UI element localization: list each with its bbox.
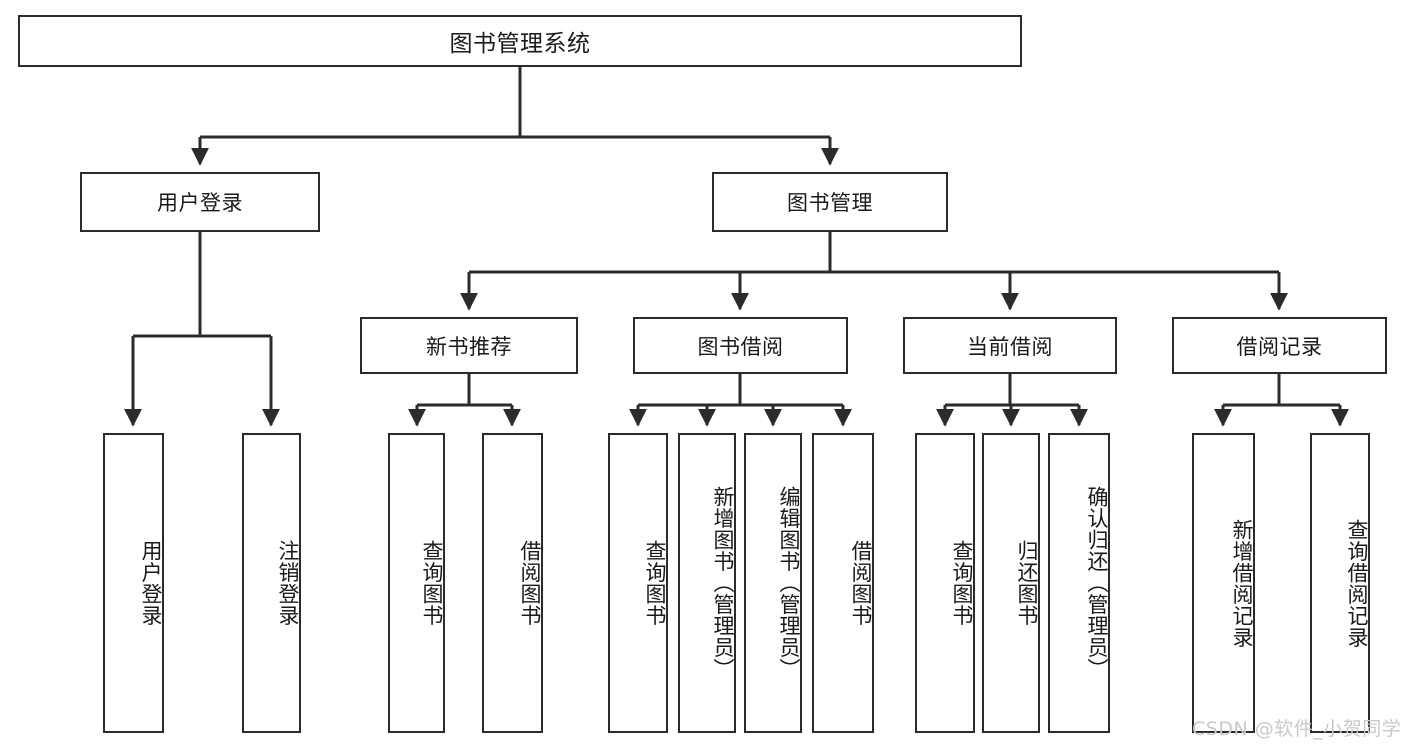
node-root-label: 图书管理系统	[449, 31, 591, 57]
leaf-add-book-admin[interactable]: 新增图书（管理员）	[678, 433, 736, 733]
leaf-query-borrow-record[interactable]: 查询借阅记录	[1310, 433, 1370, 733]
node-borrow-record-label: 借阅记录	[1236, 334, 1323, 359]
leaf-add-borrow-record[interactable]: 新增借阅记录	[1192, 433, 1255, 733]
node-new-book-recommend[interactable]: 新书推荐	[360, 317, 578, 374]
leaf-label: 新增图书（管理员）	[711, 486, 735, 680]
leaf-label: 查询图书	[950, 540, 974, 626]
leaf-label: 查询借阅记录	[1345, 518, 1369, 648]
node-new-book-recommend-label: 新书推荐	[426, 334, 512, 359]
node-current-borrow-label: 当前借阅	[967, 334, 1053, 359]
leaf-label: 借阅图书	[849, 540, 873, 626]
leaf-query-book-borrow[interactable]: 查询图书	[608, 433, 668, 733]
node-book-borrow-label: 图书借阅	[697, 334, 784, 359]
leaf-label: 借阅图书	[518, 540, 542, 626]
leaf-user-login[interactable]: 用户登录	[103, 433, 164, 733]
leaf-borrow-book-newbook[interactable]: 借阅图书	[482, 433, 543, 733]
node-book-management-label: 图书管理	[787, 191, 873, 215]
leaf-label: 新增借阅记录	[1230, 518, 1254, 648]
node-user-login[interactable]: 用户登录	[80, 172, 320, 232]
leaf-label: 查询图书	[643, 540, 667, 626]
leaf-query-book-newbook[interactable]: 查询图书	[388, 433, 445, 733]
node-root[interactable]: 图书管理系统	[18, 15, 1022, 67]
node-borrow-record[interactable]: 借阅记录	[1172, 317, 1387, 374]
node-book-management[interactable]: 图书管理	[712, 172, 948, 232]
leaf-confirm-return-admin[interactable]: 确认归还（管理员）	[1048, 433, 1110, 733]
leaf-edit-book-admin[interactable]: 编辑图书（管理员）	[744, 433, 802, 733]
node-book-borrow[interactable]: 图书借阅	[633, 317, 848, 374]
leaf-label: 用户登录	[139, 540, 163, 626]
node-user-login-label: 用户登录	[157, 191, 243, 215]
leaf-logout[interactable]: 注销登录	[242, 433, 301, 733]
leaf-label: 查询图书	[420, 540, 444, 626]
leaf-return-book[interactable]: 归还图书	[982, 433, 1040, 733]
leaf-label: 归还图书	[1015, 540, 1039, 626]
csdn-watermark: CSDN @软件_小贺同学	[1192, 718, 1402, 740]
leaf-query-book-current[interactable]: 查询图书	[915, 433, 975, 733]
leaf-label: 确认归还（管理员）	[1085, 486, 1109, 680]
leaf-label: 编辑图书（管理员）	[777, 486, 801, 680]
leaf-label: 注销登录	[276, 540, 300, 626]
leaf-borrow-book[interactable]: 借阅图书	[812, 433, 874, 733]
node-current-borrow[interactable]: 当前借阅	[903, 317, 1117, 374]
